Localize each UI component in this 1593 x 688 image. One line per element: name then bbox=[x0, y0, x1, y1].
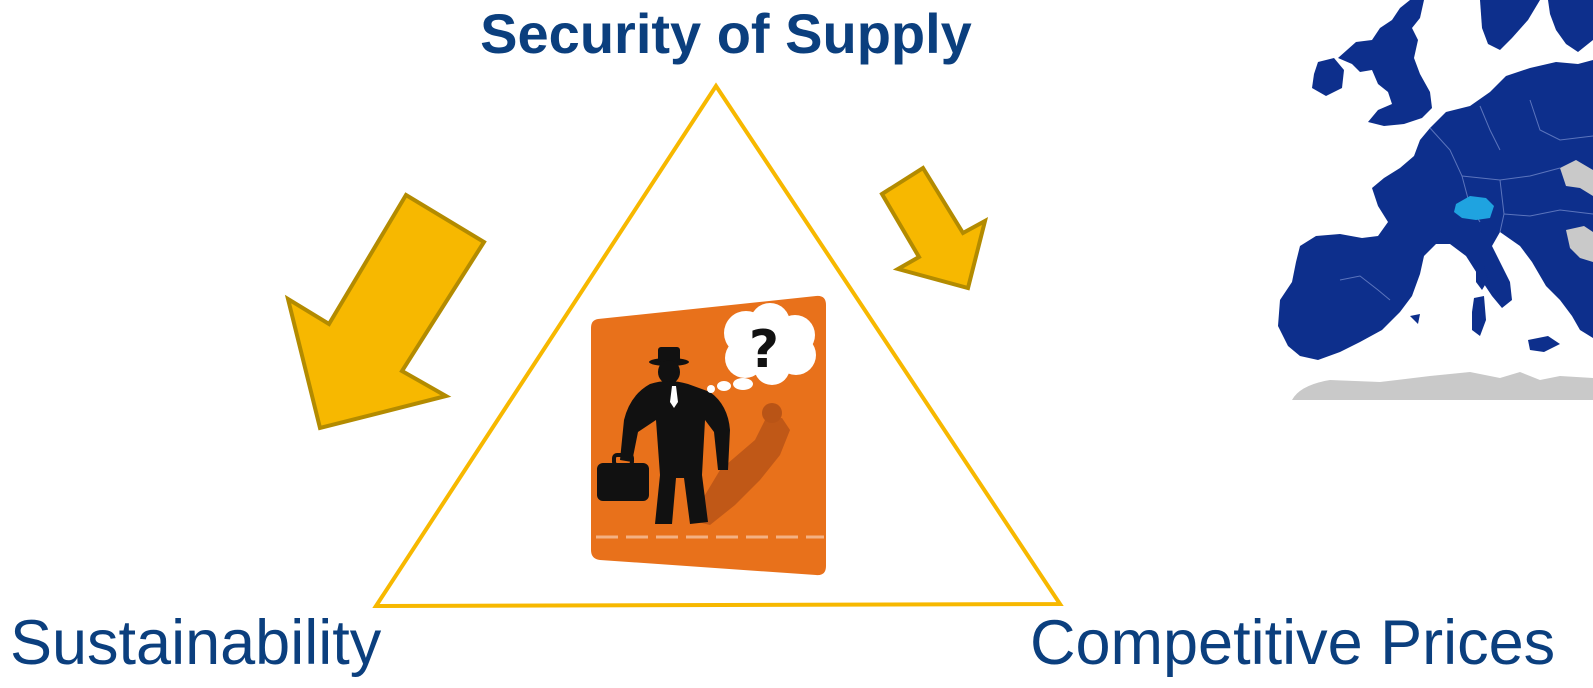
arrow-down-left-icon bbox=[284, 192, 487, 431]
question-mark: ? bbox=[749, 320, 779, 380]
energy-triangle bbox=[372, 82, 1064, 609]
europe-map-icon bbox=[1278, 0, 1593, 400]
switzerland-highlight bbox=[1454, 196, 1494, 220]
thought-bubble: ? bbox=[707, 303, 816, 393]
triangle-right-label: Competitive Prices bbox=[1030, 608, 1556, 678]
businessman-thinking-icon: ? bbox=[591, 295, 826, 576]
triangle-left-label: Sustainability bbox=[10, 608, 382, 678]
arrow-down-right-icon bbox=[879, 165, 989, 291]
triangle-top-label: Security of Supply bbox=[480, 2, 972, 65]
